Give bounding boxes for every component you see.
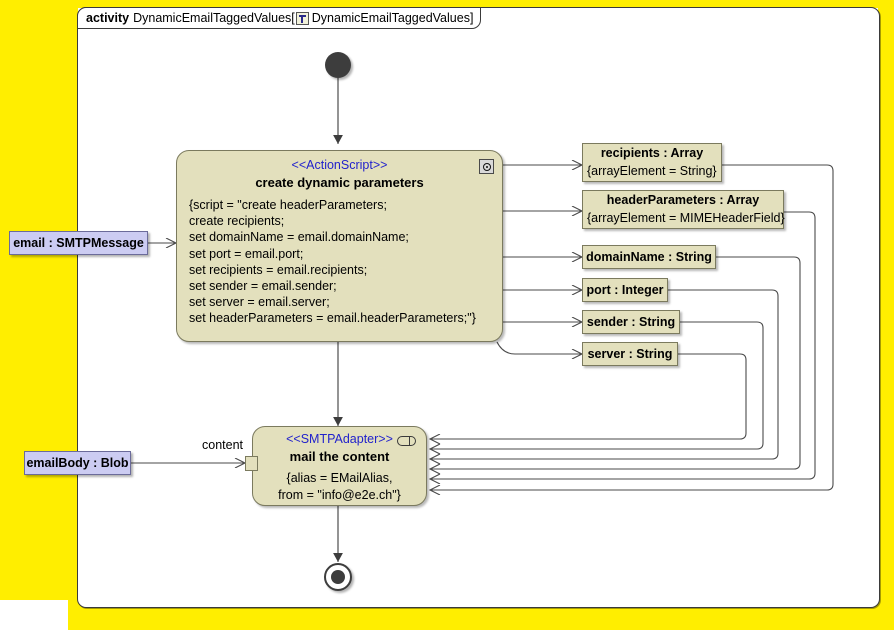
output-object-name: server : String: [587, 347, 673, 361]
frame-bracket-close: ]: [469, 11, 474, 25]
background-yellow-left: [0, 0, 78, 600]
output-object-name: sender : String: [586, 315, 676, 329]
action-script-body: {script = "create headerParameters; crea…: [189, 198, 476, 326]
frame-keyword: activity: [86, 11, 130, 25]
edge-label-content: content: [202, 438, 244, 452]
output-object-port[interactable]: port : Integer: [582, 278, 668, 302]
adapter-pill-icon: [397, 436, 416, 446]
frame-name: DynamicEmailTaggedValues: [133, 11, 292, 25]
adapter-tagged-values: {alias = EMailAlias, from = "info@e2e.ch…: [278, 471, 401, 502]
output-object-sender[interactable]: sender : String: [582, 310, 680, 334]
output-object-tag: {arrayElement = String}: [587, 164, 717, 178]
output-object-recipients[interactable]: recipients : Array {arrayElement = Strin…: [582, 143, 722, 182]
input-pin-content[interactable]: [245, 456, 258, 471]
output-object-name: headerParameters : Array: [606, 193, 760, 207]
script-behavior-icon: [479, 159, 494, 174]
initial-node: [325, 52, 351, 78]
output-object-server[interactable]: server : String: [582, 342, 678, 366]
activity-diagram-icon: [295, 11, 309, 25]
input-object-email[interactable]: email : SMTPMessage: [9, 231, 148, 255]
action-stereotype: <<ActionScript>>: [291, 158, 388, 172]
activity-final-node: [324, 563, 352, 591]
output-object-tag: {arrayElement = MIMEHeaderField}: [587, 211, 785, 225]
action-mail-the-content[interactable]: <<SMTPAdapter>> mail the content {alias …: [252, 426, 427, 506]
action-title: create dynamic parameters: [255, 175, 424, 190]
background-yellow-top: [0, 0, 894, 8]
action-create-dynamic-parameters[interactable]: <<ActionScript>> create dynamic paramete…: [176, 150, 503, 342]
adapter-title: mail the content: [289, 449, 390, 464]
frame-bracket-open: [: [291, 11, 295, 25]
background-yellow-right: [878, 0, 894, 630]
adapter-stereotype: <<SMTPAdapter>>: [286, 432, 393, 446]
input-object-emailbody[interactable]: emailBody : Blob: [24, 451, 131, 475]
activity-frame-label: activity DynamicEmailTaggedValues [ Dyna…: [77, 7, 482, 29]
output-object-domainname[interactable]: domainName : String: [582, 245, 716, 269]
output-object-headerparameters[interactable]: headerParameters : Array {arrayElement =…: [582, 190, 785, 229]
output-object-name: recipients : Array: [600, 146, 704, 160]
frame-diagram-name: DynamicEmailTaggedValues: [311, 11, 470, 25]
output-object-name: domainName : String: [586, 250, 712, 264]
output-object-name: port : Integer: [586, 283, 664, 297]
